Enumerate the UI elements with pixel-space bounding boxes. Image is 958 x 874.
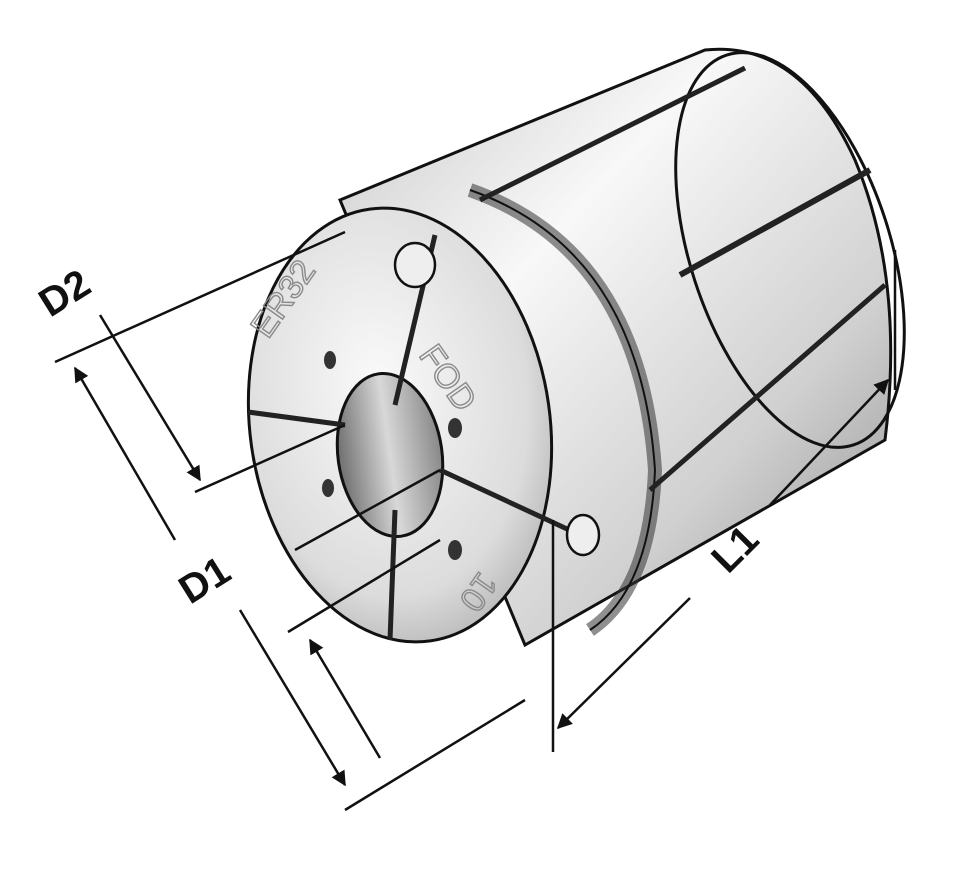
- slot: [678, 167, 872, 278]
- d2-arrow: [98, 314, 202, 482]
- label-d2: D2: [31, 261, 98, 325]
- d2-arrow-bottom: [308, 638, 382, 759]
- bore: [335, 371, 445, 539]
- l1-arrow-bottom: [556, 597, 691, 730]
- label-d1: D1: [171, 548, 238, 612]
- slot: [478, 65, 747, 203]
- slot: [648, 283, 887, 492]
- dimension-lines: [54, 230, 897, 812]
- l1-arrow-top: [769, 378, 890, 506]
- d1-arrow-top: [73, 366, 177, 541]
- d1-arrow-bottom: [238, 609, 347, 787]
